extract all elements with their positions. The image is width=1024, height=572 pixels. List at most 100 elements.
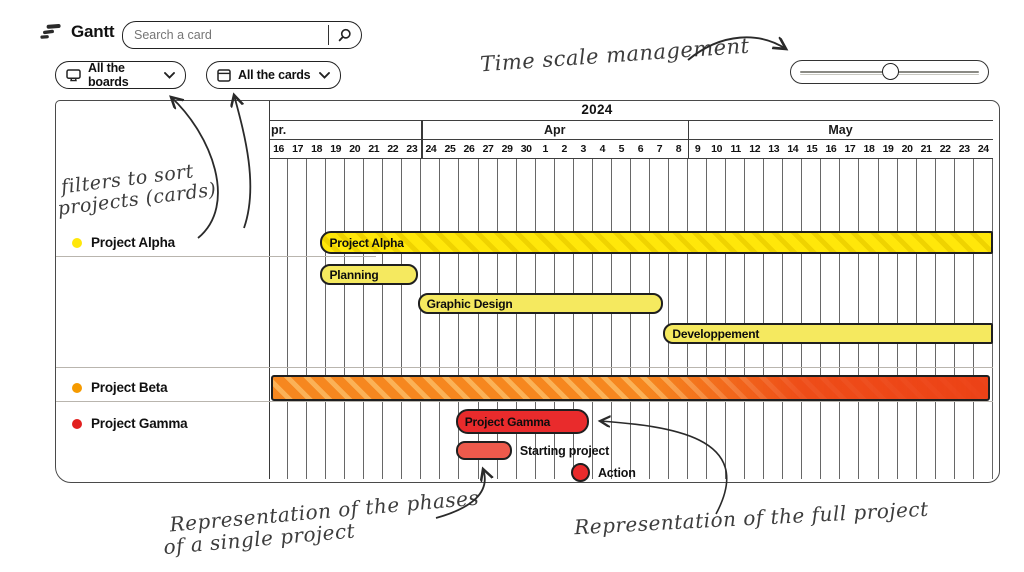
day-label: 27 (482, 142, 494, 155)
grid-cell (383, 158, 403, 479)
project-row-label[interactable]: Project Alpha (72, 234, 175, 251)
months-divider-line (269, 139, 993, 141)
day-label: 21 (920, 142, 932, 155)
project-color-dot-icon (72, 237, 82, 248)
grid-cell (517, 158, 536, 479)
grid-cell (745, 158, 765, 479)
starting-label: Starting project (519, 443, 610, 458)
grid-left-line (269, 101, 271, 479)
month-label: Apr (544, 122, 566, 137)
project-row-label[interactable]: Project Gamma (72, 415, 188, 432)
project-color-dot-icon (72, 418, 82, 429)
board-icon (66, 68, 81, 81)
grid-cell (650, 158, 669, 479)
grid-cell (345, 158, 365, 479)
day-label: 18 (863, 142, 875, 155)
day-label: 22 (387, 142, 399, 155)
search-box[interactable] (122, 21, 362, 49)
cards-dropdown-label: All the cards (238, 68, 311, 82)
day-label: 18 (311, 142, 323, 155)
day-label: 7 (656, 142, 663, 155)
grid-cell (936, 158, 955, 479)
grid-cell (669, 158, 689, 479)
day-label: 11 (730, 142, 741, 155)
grid-cell (288, 158, 308, 479)
annotation-full-project: Representation of the full project (573, 496, 930, 540)
grid-cell (269, 158, 289, 479)
grid-cell (688, 158, 708, 479)
graphic-design-label: Graphic Design (426, 296, 513, 311)
grid-cell (707, 158, 727, 479)
gantt-bar-planning[interactable]: Planning (320, 264, 418, 285)
grid-cell (917, 158, 936, 479)
grid-cell (421, 158, 441, 479)
grid-cell (859, 158, 879, 479)
day-label: 16 (825, 142, 837, 155)
gantt-bar-developpement[interactable]: Developpement (663, 323, 993, 344)
day-label: 20 (901, 142, 913, 155)
day-label: 29 (501, 142, 513, 155)
boards-dropdown[interactable]: All the boards (55, 61, 186, 89)
gantt-grid (269, 158, 993, 479)
day-label: 26 (463, 142, 475, 155)
grid-cell (307, 158, 327, 479)
project-name: Project Gamma (91, 416, 188, 431)
time-scale-knob[interactable] (882, 63, 899, 80)
grid-cell (764, 158, 784, 479)
timeline-year: 2024 (581, 102, 613, 117)
grid-cell (555, 158, 574, 479)
project-color-dot-icon (72, 382, 82, 393)
day-label: 9 (694, 142, 701, 155)
annotation-time-scale: Time scale management (479, 33, 751, 77)
gantt-bar-alpha-main[interactable]: Project Alpha (320, 231, 993, 254)
grid-top-line (269, 158, 993, 160)
day-label: 19 (882, 142, 894, 155)
alpha-main-label: Project Alpha (329, 235, 404, 250)
chevron-down-icon (164, 71, 175, 79)
grid-cell (879, 158, 898, 479)
time-scale-slider[interactable] (790, 60, 989, 84)
magnifier-icon[interactable] (329, 28, 361, 42)
gantt-bar-starting[interactable] (455, 441, 512, 460)
grid-cell (574, 158, 593, 479)
grid-cell (974, 158, 993, 479)
grid-cell (955, 158, 974, 479)
grid-cell (326, 158, 346, 479)
day-label: 8 (675, 142, 682, 155)
card-icon (217, 68, 231, 82)
day-label: 23 (958, 142, 970, 155)
day-label: 5 (618, 142, 625, 155)
gantt-bar-action[interactable] (570, 463, 590, 482)
search-input[interactable] (123, 28, 328, 42)
month-label: May (828, 122, 853, 137)
grid-cell (459, 158, 479, 479)
grid-cell (726, 158, 746, 479)
day-label: 12 (749, 142, 761, 155)
cards-dropdown[interactable]: All the cards (206, 61, 341, 89)
gantt-bar-beta-main[interactable] (270, 375, 991, 401)
search-divider (327, 25, 329, 45)
day-label: 24 (425, 142, 437, 155)
month-divider (421, 120, 423, 158)
day-label: 30 (520, 142, 532, 155)
app-logo: Gantt (40, 22, 115, 42)
day-label: 13 (768, 142, 780, 155)
grid-cell (364, 158, 384, 479)
day-label: 4 (599, 142, 606, 155)
grid-cell (479, 158, 498, 479)
day-label: 2 (561, 142, 568, 155)
gantt-bar-gamma-main[interactable]: Project Gamma (455, 409, 590, 434)
year-divider-line (269, 120, 993, 122)
planning-label: Planning (329, 267, 379, 282)
project-row-label[interactable]: Project Beta (72, 379, 168, 396)
gantt-bar-graphic-design[interactable]: Graphic Design (417, 293, 664, 314)
grid-cell (536, 158, 555, 479)
action-label: Action (597, 465, 636, 480)
day-label: 22 (939, 142, 951, 155)
row-separator (56, 256, 376, 257)
project-name: Project Alpha (91, 235, 175, 250)
gamma-main-label: Project Gamma (464, 414, 551, 429)
grid-cell (840, 158, 860, 479)
